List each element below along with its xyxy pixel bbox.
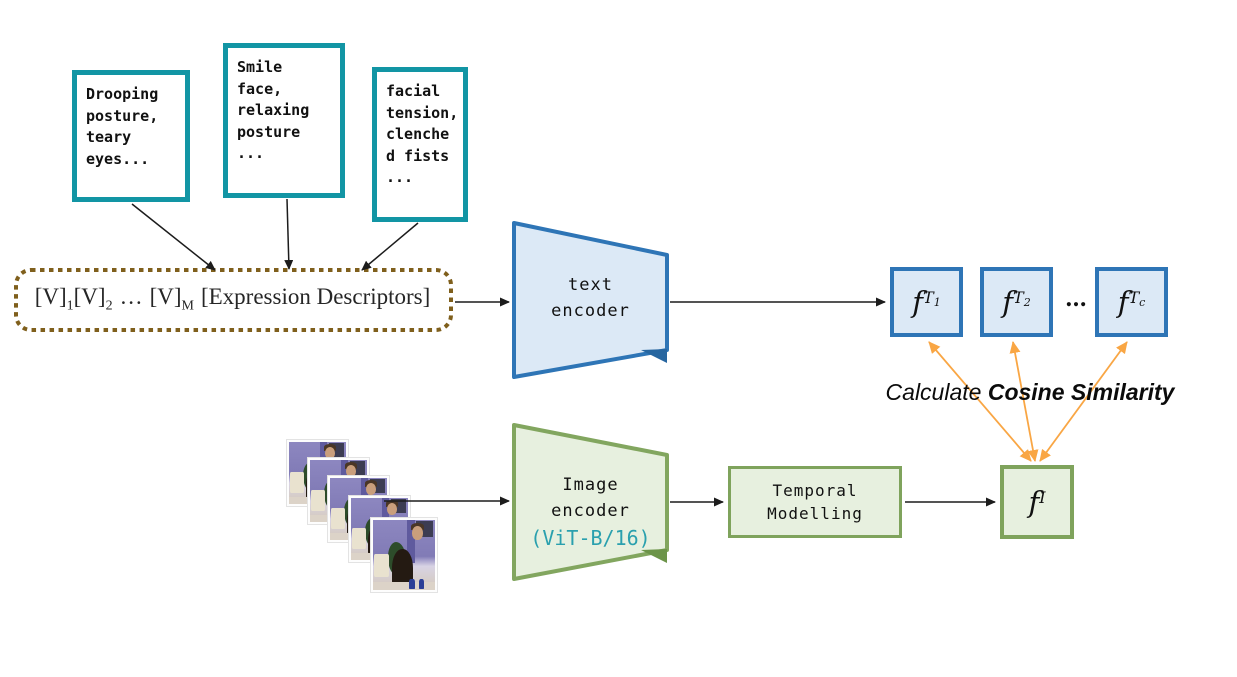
temporal-modelling-box: Temporal Modelling [728, 466, 902, 538]
vit-backbone-label: (ViT-B/16) [530, 526, 651, 550]
text-feature-box-1: fT1 [890, 267, 963, 337]
prompt-v1: [V] [34, 284, 67, 309]
descriptor-text-happy: Smile face, relaxing posture ... [237, 58, 310, 162]
video-frame-image [373, 520, 435, 590]
video-frame [371, 518, 437, 592]
prompt-v2: [V] [73, 284, 106, 309]
image-encoder-label: Image encoder (ViT-B/16) [514, 472, 667, 552]
arrow-happy-to-prompt [284, 198, 294, 270]
text-encoder-fold [641, 349, 667, 363]
descriptor-text-angry: facial tension, clenche d fists ... [386, 82, 459, 186]
feature-ellipsis: … [1065, 286, 1087, 312]
text-encoder-label: text encoder [551, 275, 630, 321]
descriptor-box-happy: Smile face, relaxing posture ... [223, 43, 345, 198]
prompt-tokens: [V]1[V]2…[V]M[Expression Descriptors] [34, 284, 431, 314]
text-feature-box-2: fT2 [980, 267, 1053, 337]
text-feature-box-c: fTc [1095, 267, 1168, 337]
arrow-sad-to-prompt [131, 203, 216, 271]
prompt-vm: [V] [149, 284, 182, 309]
cosine-similarity-caption: Calculate Cosine Similarity [885, 379, 1175, 405]
arrow-angry-to-prompt [361, 222, 419, 271]
prompt-expression-descriptors: [Expression Descriptors] [200, 284, 431, 309]
descriptor-box-sad: Drooping posture, teary eyes... [72, 70, 190, 202]
prompt-dots: … [119, 284, 143, 309]
descriptor-text-sad: Drooping posture, teary eyes... [86, 85, 159, 168]
image-feature-box: fI [1000, 465, 1074, 539]
descriptor-box-angry: facial tension, clenche d fists ... [372, 67, 468, 222]
